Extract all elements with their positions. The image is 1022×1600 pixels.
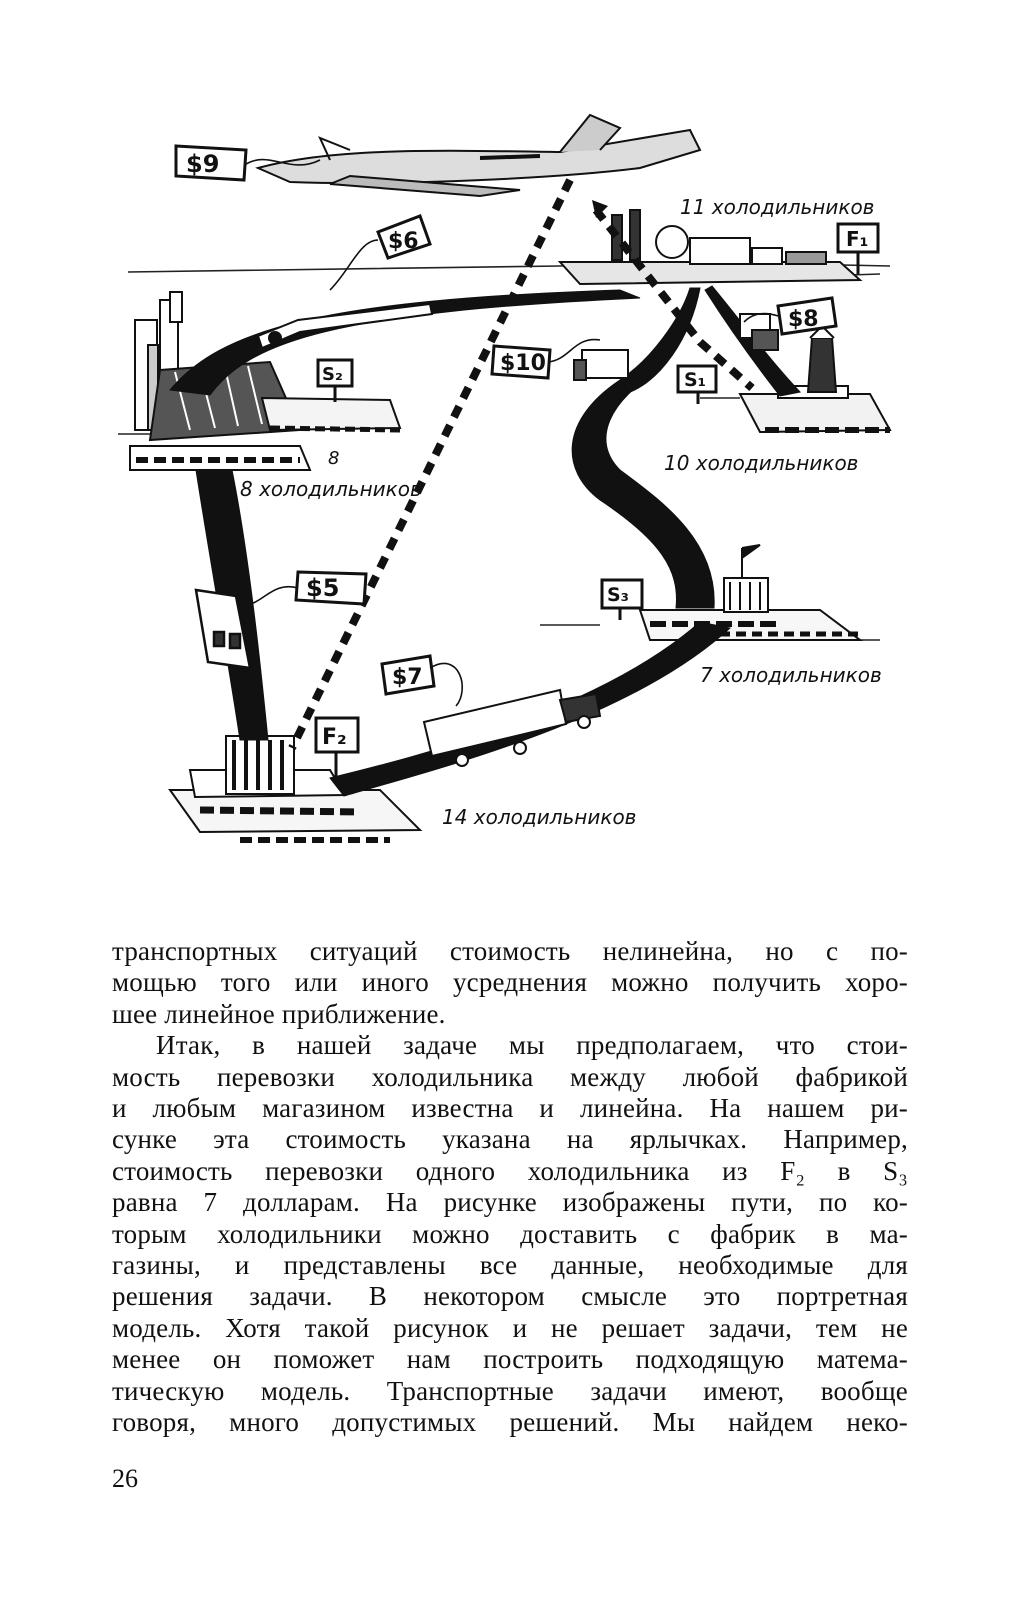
text-line: решения задачи. В некотором смысле это п…: [112, 1281, 908, 1312]
text-line: и любым магазином известна и линейна. На…: [112, 1093, 908, 1124]
sign-s1-label: S₁: [684, 369, 706, 391]
quantity-s3: 7 холодильников: [700, 663, 882, 687]
page-number: 26: [112, 1464, 138, 1494]
price-tag-trailer: $7: [382, 656, 462, 706]
quantity-s1: 10 холодильников: [664, 451, 858, 475]
factory-f2: [170, 736, 420, 840]
text-line: модель. Хотя такой рисунок и не решает з…: [112, 1313, 908, 1344]
price-tag-train: $6: [330, 216, 430, 290]
price-tag-train-label: $6: [388, 229, 419, 254]
price-tag-plane-label: $9: [186, 150, 219, 178]
quantity-s2-number: 8: [328, 448, 339, 469]
price-tag-bus-label: $5: [306, 574, 339, 602]
text-line: Итак, в нашей задаче мы предполагаем, чт…: [112, 1030, 908, 1061]
body-text: транспортных ситуаций стоимость нелинейн…: [112, 936, 908, 1439]
text-line: сунке эта стоимость указана на ярлычках.…: [112, 1124, 908, 1155]
text-line: газины, и представлены все данные, необх…: [112, 1250, 908, 1281]
quantity-s2: 8 холодильников: [240, 477, 422, 501]
factory-f1: [560, 210, 860, 284]
sign-s3-label: S₃: [607, 584, 629, 606]
sign-s2: S₂: [318, 360, 352, 402]
price-tag-road-truck-label: $10: [500, 351, 546, 376]
truck-icon: [574, 350, 628, 380]
sign-s2-label: S₂: [322, 364, 343, 385]
text-line: говоря, много допустимых решений. Мы най…: [112, 1407, 908, 1438]
transport-diagram: F₁ F₂ S₁ S₂ S₃ $9 $6 $8 $10: [0, 0, 1022, 890]
sign-s3: S₃: [602, 580, 642, 620]
price-tag-bus: $5: [240, 572, 366, 605]
text-line: мощью того или иного усреднения можно по…: [112, 967, 908, 998]
price-tag-dashed-truck-label: $8: [788, 307, 819, 332]
quantity-f1: 11 холодильников: [680, 195, 874, 219]
text-line: шее линейное приближение.: [112, 999, 908, 1030]
text-line: стоимость перевозки одного холодильника …: [112, 1156, 908, 1187]
airplane-icon: [258, 115, 700, 196]
text-line: равна 7 долларам. На рисунке изображены …: [112, 1187, 908, 1218]
text-line: транспортных ситуаций стоимость нелинейн…: [112, 936, 908, 967]
text-line: мость перевозки холодильника между любой…: [112, 1062, 908, 1093]
text-line: тическую модель. Транспортные задачи име…: [112, 1376, 908, 1407]
text-line: торым холодильники можно доставить с фаб…: [112, 1219, 908, 1250]
text-line: менее он поможет нам построить подходящу…: [112, 1344, 908, 1375]
sign-f2-label: F₂: [322, 725, 347, 750]
price-tag-trailer-label: $7: [392, 665, 423, 690]
sign-f1-label: F₁: [846, 227, 868, 251]
quantity-f2: 14 холодильников: [442, 805, 636, 829]
